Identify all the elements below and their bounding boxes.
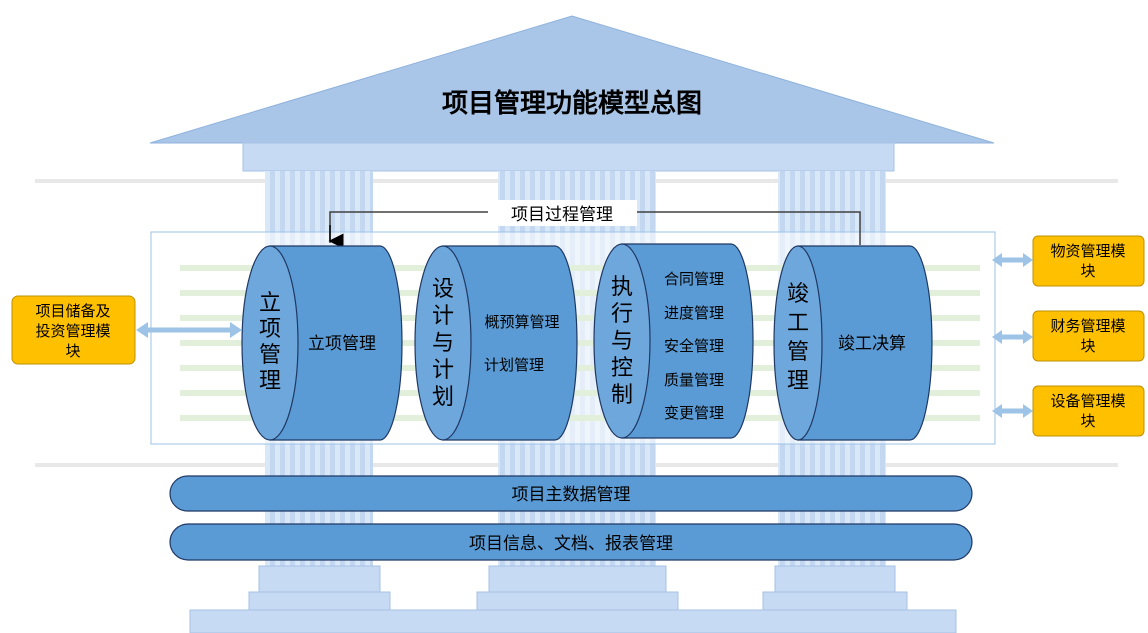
cyl4-side-3: 理 <box>787 369 809 394</box>
cyl2-item-0: 概预算管理 <box>484 313 559 331</box>
cyl1-side-0: 立 <box>259 291 281 316</box>
cylinder-design-planning[interactable]: 设 计 与 计 划 概预算管理 计划管理 <box>414 245 578 441</box>
cyl1-side-1: 项 <box>259 317 281 342</box>
left-module-line-1: 投资管理模 <box>35 322 110 340</box>
equipment-line-0: 设备管理模 <box>1050 392 1125 410</box>
cylinder-execution-control[interactable]: 执 行 与 控 制 合同管理 进度管理 安全管理 质量管理 变更管理 <box>593 243 754 439</box>
cyl3-item-0: 合同管理 <box>664 270 724 288</box>
cyl2-side-3: 计 <box>432 358 454 383</box>
panel-stripes <box>180 265 980 421</box>
cyl4-item-0: 竣工决算 <box>838 334 906 354</box>
cyl4-side-1: 工 <box>787 311 809 336</box>
roof-beam <box>242 142 895 172</box>
cyl3-side-3: 控 <box>611 356 633 381</box>
process-label-box <box>488 200 637 226</box>
cyl4-side-0: 竣 <box>787 282 809 307</box>
right-double-arrows <box>992 253 1033 418</box>
cyl4-side-2: 管 <box>787 340 809 365</box>
cyl2-item-1: 计划管理 <box>484 356 544 374</box>
equipment-line-1: 块 <box>1080 412 1095 430</box>
cyl2-side-0: 设 <box>432 277 454 302</box>
pillar-bases <box>248 565 908 611</box>
module-equipment[interactable]: 设备管理模 块 <box>1032 385 1145 437</box>
materials-line-1: 块 <box>1080 262 1095 280</box>
module-finance[interactable]: 财务管理模 块 <box>1032 310 1145 362</box>
module-project-reserve[interactable]: 项目储备及 投资管理模 块 <box>11 295 136 365</box>
cylinder-completion[interactable]: 竣 工 管 理 竣工决算 <box>773 245 933 441</box>
cyl3-item-2: 安全管理 <box>664 337 724 355</box>
cyl3-side-2: 与 <box>611 329 633 354</box>
bar-info-docs-reports[interactable]: 项目信息、文档、报表管理 <box>169 523 973 561</box>
cyl2-side-4: 划 <box>432 385 454 410</box>
cyl3-side-1: 行 <box>611 302 633 327</box>
foundation <box>189 609 957 633</box>
bar-master-data[interactable]: 项目主数据管理 <box>169 475 973 512</box>
module-materials[interactable]: 物资管理模 块 <box>1032 235 1145 287</box>
cyl1-item-0: 立项管理 <box>308 334 376 354</box>
cyl2-side-2: 与 <box>432 331 454 356</box>
cyl1-side-3: 理 <box>259 369 281 394</box>
bar-master-data-label: 项目主数据管理 <box>512 485 631 505</box>
cyl3-item-1: 进度管理 <box>664 304 724 322</box>
cyl1-side-2: 管 <box>259 343 281 368</box>
process-connector-right <box>637 211 861 245</box>
left-module-line-0: 项目储备及 <box>35 302 110 320</box>
cylinder-project-initiation[interactable]: 立 项 管 理 立项管理 <box>241 245 403 441</box>
cyl2-side-1: 计 <box>432 304 454 329</box>
finance-line-0: 财务管理模 <box>1050 317 1125 335</box>
finance-line-1: 块 <box>1080 337 1095 355</box>
roof <box>149 15 995 144</box>
cyl3-item-3: 质量管理 <box>664 371 724 389</box>
process-label: 项目过程管理 <box>511 205 613 225</box>
cyl3-side-4: 制 <box>611 383 633 408</box>
diagram-title: 项目管理功能模型总图 <box>442 88 702 119</box>
left-double-arrow <box>136 322 242 338</box>
cyl3-side-0: 执 <box>611 275 633 300</box>
bar-info-docs-reports-label: 项目信息、文档、报表管理 <box>469 534 673 554</box>
cyl3-item-4: 变更管理 <box>664 404 724 422</box>
materials-line-0: 物资管理模 <box>1050 242 1125 260</box>
left-module-line-2: 块 <box>65 342 80 360</box>
